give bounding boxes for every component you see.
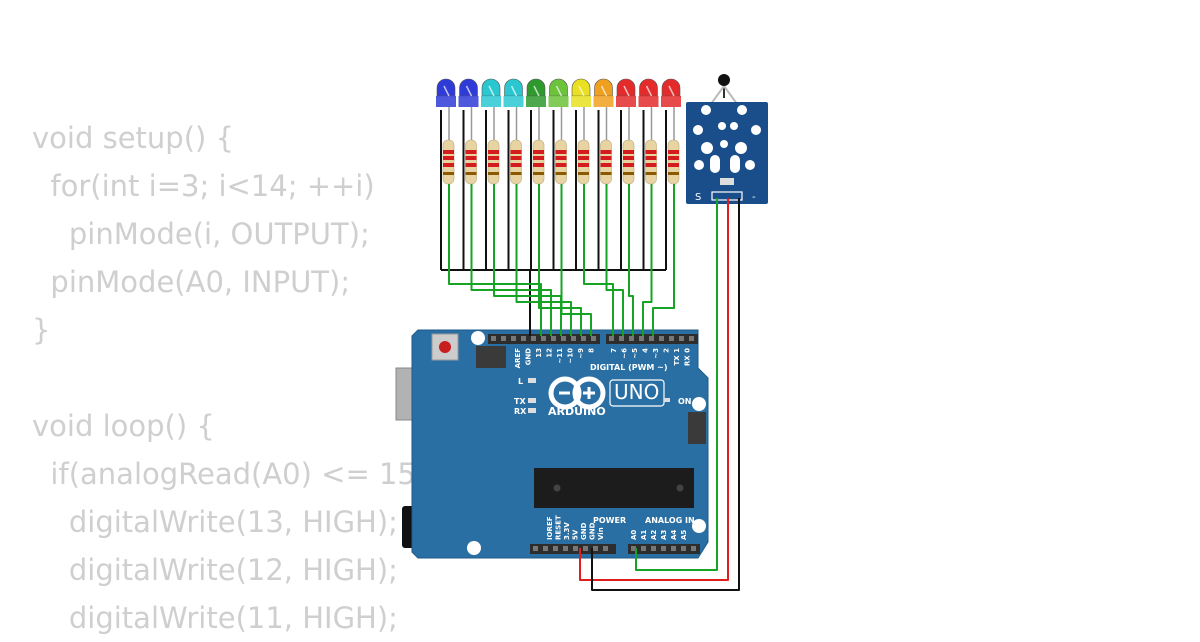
code-line: void setup() { [32, 121, 234, 155]
led-signal-wire [560, 184, 592, 336]
pin-label: TX 1 [673, 348, 681, 366]
pin-label: IOREF [546, 516, 554, 540]
pin-label: 4 [642, 348, 650, 353]
led-signal-wire [642, 184, 653, 336]
pin-label: ~9 [577, 348, 585, 359]
pin-label: A3 [660, 530, 668, 540]
resistor [645, 139, 657, 185]
pin-label: 13 [535, 348, 543, 358]
led[interactable] [481, 78, 501, 140]
code-line: digitalWrite(11, HIGH); [32, 601, 398, 635]
resistor [465, 139, 477, 185]
pin-label: 7 [610, 348, 618, 353]
rx-label: RX [514, 407, 527, 416]
code-line: pinMode(i, OUTPUT); [32, 217, 370, 251]
sensor-board [686, 102, 768, 204]
led-signal-wire [652, 184, 675, 336]
pin-label: 3.3V [563, 522, 571, 540]
led[interactable] [593, 78, 614, 140]
resistor [442, 139, 455, 185]
led[interactable] [458, 78, 479, 140]
microcontroller-chip [534, 468, 694, 508]
resistor [532, 139, 545, 185]
pin-label: ~5 [631, 348, 639, 359]
code-line: digitalWrite(12, HIGH); [32, 553, 398, 587]
pin-label: ~6 [621, 348, 629, 359]
resistor [622, 139, 635, 185]
pin-label: ~10 [567, 348, 575, 364]
sensor-resistor [720, 178, 734, 185]
code-editor[interactable]: void setup() { for(int i=3; i<14; ++i) p… [32, 114, 434, 642]
led-signal-wire [470, 184, 552, 336]
led[interactable] [661, 78, 681, 140]
led[interactable] [638, 78, 659, 140]
code-line: pinMode(A0, INPUT); [32, 265, 351, 299]
pin-label: A4 [670, 530, 678, 540]
pin-label: ~11 [556, 348, 564, 364]
arduino-label: ARDUINO [548, 405, 606, 418]
led[interactable] [526, 78, 546, 140]
resistor [667, 139, 680, 185]
led[interactable] [436, 78, 456, 140]
led-signal-wire [628, 184, 634, 336]
pin-label: Vin [597, 527, 605, 540]
pin-label: 8 [588, 348, 596, 353]
resistor [577, 139, 590, 185]
power-label: POWER [593, 516, 626, 525]
led-signal-wire [538, 184, 582, 336]
temperature-sensor-module[interactable]: S - [686, 74, 768, 204]
led[interactable] [571, 78, 591, 140]
code-line: void loop() { [32, 409, 215, 443]
led-signal-wire [583, 184, 614, 336]
resistor [510, 139, 522, 185]
pin-label: A1 [640, 530, 648, 540]
pin-label: AREF [514, 348, 522, 369]
on-label: ON [678, 397, 692, 406]
led[interactable] [616, 78, 636, 140]
pin-label: 12 [546, 348, 554, 358]
led-signal-wire [515, 184, 572, 336]
pin-label: ~3 [652, 348, 660, 359]
uno-label: UNO [614, 380, 659, 404]
code-line: for(int i=3; i<14; ++i) [32, 169, 375, 203]
pin-label: A5 [680, 530, 688, 540]
led[interactable] [548, 78, 569, 140]
pin-label: RESET [555, 515, 563, 540]
pin-label: 2 [663, 348, 671, 353]
pin-label: RX 0 [684, 348, 692, 366]
resistor [555, 139, 567, 185]
resistor [600, 139, 612, 185]
l-label: L [518, 377, 523, 386]
led-array [436, 78, 681, 140]
analog-label: ANALOG IN [645, 516, 695, 525]
sensor-signal-wire [635, 198, 718, 571]
code-line: digitalWrite(13, HIGH); [32, 505, 398, 539]
pin-label: GND [525, 348, 533, 366]
sensor-minus-label: - [752, 192, 756, 203]
sensor-s-label: S [695, 192, 701, 203]
pin-label: A0 [630, 530, 638, 540]
led-signal-wire [493, 184, 562, 336]
pin-label: 5V [572, 529, 580, 540]
code-line: } [32, 313, 51, 347]
sensor-power-wire [579, 198, 729, 581]
arduino-logo-icon [548, 376, 582, 410]
sensor-ground-wire [591, 198, 740, 591]
pin-label: A2 [650, 530, 658, 540]
led-signal-wire [605, 184, 624, 336]
arduino-uno-board[interactable]: UNO ARDUINO ON L TX RX DIGITAL (PWM ~) P… [395, 329, 709, 559]
led[interactable] [503, 78, 524, 140]
resistor [487, 139, 500, 185]
tx-label: TX [514, 397, 526, 406]
thermistor-icon [718, 74, 730, 86]
pin-label: GND [589, 522, 597, 540]
digital-label: DIGITAL (PWM ~) [590, 363, 668, 372]
pin-label: GND [580, 522, 588, 540]
